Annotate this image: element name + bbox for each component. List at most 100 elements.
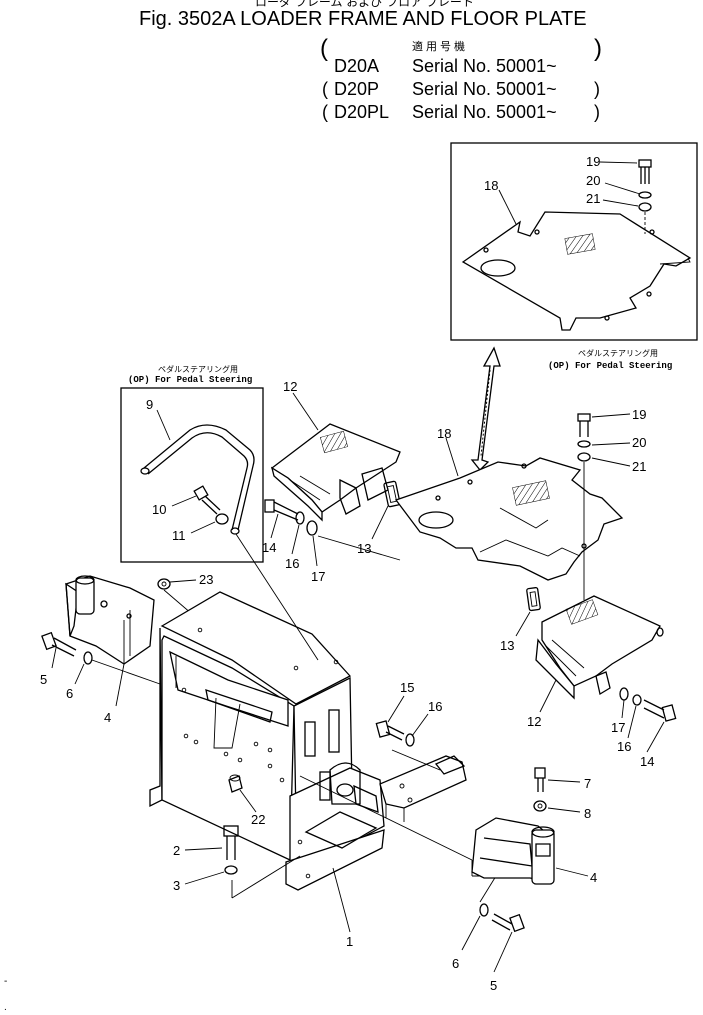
margin-mark: . [4, 1002, 7, 1013]
callout-9: 9 [146, 397, 153, 412]
option-label-right: (OP) For Pedal Steering [548, 361, 672, 371]
nut-23-body [157, 578, 171, 590]
leader-22 [239, 789, 257, 813]
pedal-cover-12-lower: 12 [527, 595, 664, 729]
leader-19-right [591, 413, 631, 418]
pedal-cover-12-upper: 12 [270, 379, 401, 522]
leader-1 [332, 867, 351, 933]
plate-bolt-hole [483, 247, 489, 253]
leader-19 [599, 161, 638, 164]
callout-20-top: 20 [586, 173, 600, 188]
steering-rod-9 [143, 424, 255, 531]
plate-bolt-hole [646, 291, 652, 297]
cover-12-mesh [320, 430, 348, 454]
leader-14-lower [646, 721, 665, 753]
callout-13-upper: 13 [357, 541, 371, 556]
frame-base-plate [285, 829, 385, 891]
paren-left: ( [320, 35, 328, 62]
leader-7 [547, 779, 581, 783]
leader-15 [387, 695, 405, 723]
callout-1: 1 [346, 934, 353, 949]
model-d20a: D20A [334, 56, 379, 76]
frame-step-leg [385, 804, 405, 822]
paren-row2-right: ) [594, 79, 600, 99]
cover-12-lower-side [535, 638, 575, 700]
cover-12-lower-detail [545, 639, 585, 677]
bolt-set-lower: 6 5 [452, 903, 525, 993]
cover-12-lower-mesh [565, 599, 599, 625]
frame-step-tab [434, 755, 466, 775]
bracket-4-left: 4 [65, 575, 155, 725]
washer-21-right [577, 452, 591, 462]
leader-17-upper [312, 535, 318, 567]
model-d20p: D20P [334, 79, 379, 99]
callout-21-right: 21 [632, 459, 646, 474]
floor-plate-hole [480, 259, 516, 277]
bolt-5-left-head [41, 631, 57, 651]
leader-20 [604, 182, 641, 195]
steering-rod-9-inner [147, 432, 249, 531]
callout-15: 15 [400, 680, 414, 695]
cover-12-lower-bracket [595, 671, 611, 696]
pedal-steering-detail-box: 9 10 11 [120, 387, 264, 563]
floor-plate-18-ridge [479, 539, 581, 557]
bracket-13-lower: 13 [500, 587, 541, 653]
leader-10 [171, 495, 197, 507]
margin-mark: - [4, 976, 7, 987]
floor-plate-outline-top [461, 211, 692, 331]
assembly-line-23 [163, 589, 193, 615]
loader-frame-1: 1 [149, 591, 467, 949]
floor-plate-18-fold [499, 507, 549, 529]
washer-6-right [479, 903, 489, 917]
callout-8: 8 [584, 806, 591, 821]
floor-plate-hump [659, 257, 691, 265]
assembly-line-left [91, 659, 161, 685]
model-d20pl: D20PL [334, 102, 389, 122]
bracket-4-left-edge [123, 610, 131, 664]
title-japanese: ローダ フレーム および フロア プレート [255, 0, 474, 9]
leader-14-upper [270, 513, 279, 539]
bracket-4-right: 4 [471, 817, 597, 885]
nut-8 [533, 800, 547, 812]
frame-bolt-holes [181, 627, 339, 879]
leader-13-upper [371, 505, 389, 540]
leader-5-right [493, 931, 513, 973]
bolt-19-right-head [577, 413, 591, 422]
leader-13-lower [515, 611, 531, 637]
leader-18-mid [445, 437, 459, 477]
bracket-4-left-pin-housing [75, 577, 95, 615]
bolt-set-upper: 14 16 17 [262, 499, 325, 584]
leader-9 [156, 409, 171, 441]
washer-20 [638, 191, 652, 199]
bolt-14-shank [273, 501, 299, 521]
washer-16-mid [405, 733, 415, 747]
nut-22: 22 [228, 774, 265, 827]
callout-16-upper: 16 [285, 556, 299, 571]
bracket-4-right-pin-top [531, 826, 555, 838]
leader-21-right [591, 457, 631, 467]
nut-23: 23 [157, 572, 213, 615]
bracket-13-body [383, 480, 401, 508]
bolt-set-left: 5 6 [40, 631, 161, 701]
leader-5-left [51, 647, 57, 669]
pedal-box-border [120, 387, 264, 563]
washer-3 [224, 865, 238, 875]
plate-18-hole [521, 463, 527, 469]
callout-17-lower: 17 [611, 720, 625, 735]
plate-bolt-hole [604, 315, 610, 321]
leader-8 [547, 807, 581, 813]
callout-18-mid: 18 [437, 426, 451, 441]
callout-14-upper: 14 [262, 540, 276, 555]
callout-14-lower: 14 [640, 754, 654, 769]
frame-slot [304, 721, 316, 757]
frame-step-bracket [379, 755, 467, 809]
callout-21-top: 21 [586, 191, 600, 206]
leader-20-right [591, 442, 631, 446]
bracket-4-left-pin-top [75, 575, 95, 585]
cover-12-bracket [339, 478, 361, 515]
callout-11: 11 [172, 528, 186, 543]
bracket-4-right-pin-housing [531, 829, 555, 885]
frame-inner-brace [175, 656, 241, 749]
bolt-14-lower-head [661, 704, 677, 722]
